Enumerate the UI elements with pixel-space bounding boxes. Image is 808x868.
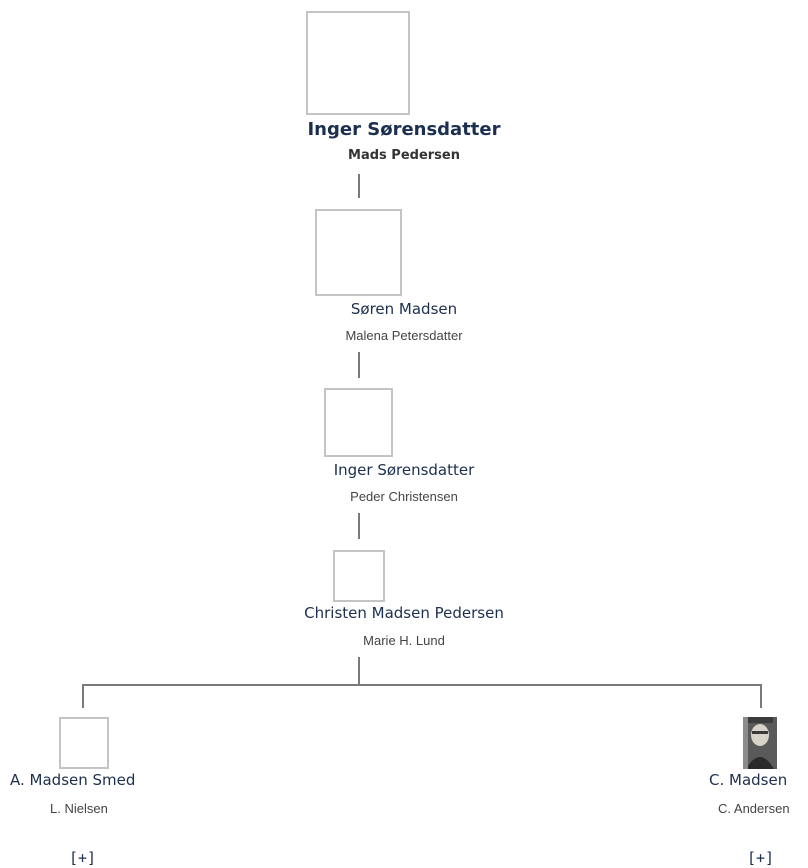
child-1-person-name[interactable]: A. Madsen Smed (10, 771, 136, 789)
generation-3-person-name[interactable]: Christen Madsen Pedersen (304, 604, 504, 622)
connector-line (358, 513, 360, 539)
child-1-spouse-name[interactable]: L. Nielsen (50, 801, 108, 816)
root-photo-placeholder[interactable] (306, 11, 410, 115)
child-1-expand-button[interactable]: [+] (69, 849, 97, 867)
generation-1-photo-placeholder[interactable] (315, 209, 402, 296)
generation-3-photo-placeholder[interactable] (333, 550, 385, 602)
root-spouse-name[interactable]: Mads Pedersen (348, 148, 460, 163)
child-2-spouse-name[interactable]: C. Andersen (718, 801, 790, 816)
child-2-photo[interactable] (743, 717, 777, 769)
generation-2-person-name[interactable]: Inger Sørensdatter (333, 461, 475, 479)
branch-line (82, 684, 762, 686)
generation-1-person-name[interactable]: Søren Madsen (350, 300, 458, 318)
generation-2-photo-placeholder[interactable] (324, 388, 393, 457)
connector-line (358, 174, 360, 198)
portrait-photo-icon (743, 717, 777, 769)
generation-2-spouse-name[interactable]: Peder Christensen (350, 489, 458, 504)
connector-line (358, 657, 360, 685)
child-2-expand-button[interactable]: [+] (747, 849, 775, 867)
connector-line (358, 352, 360, 378)
connector-line (82, 684, 84, 708)
root-person-name[interactable]: Inger Sørensdatter (307, 119, 501, 140)
child-1-photo-placeholder[interactable] (59, 717, 109, 769)
generation-3-spouse-name[interactable]: Marie H. Lund (363, 633, 445, 648)
child-2-person-name[interactable]: C. Madsen (709, 771, 788, 789)
connector-line (760, 684, 762, 708)
generation-1-spouse-name[interactable]: Malena Petersdatter (345, 328, 463, 343)
